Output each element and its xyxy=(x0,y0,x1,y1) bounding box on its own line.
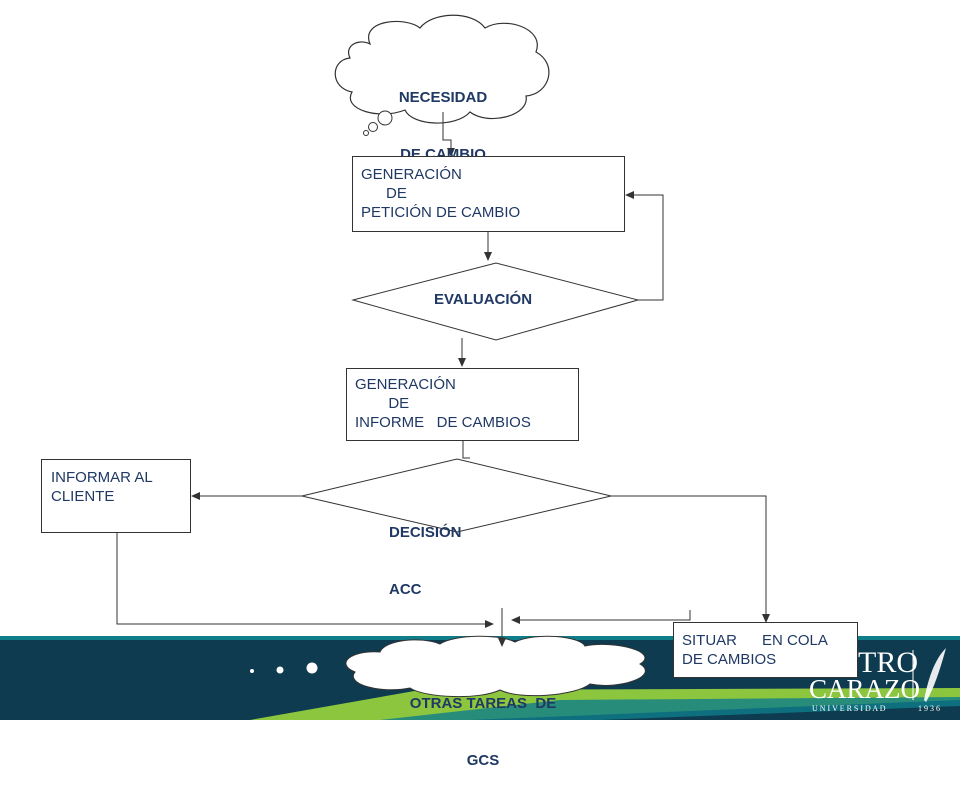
need-cloud xyxy=(334,14,550,136)
other-tasks-line-1: OTRAS TAREAS DE xyxy=(409,695,557,712)
evaluation-label: EVALUACIÓN xyxy=(434,291,533,308)
decision-line-2: ACC xyxy=(389,581,422,598)
logo-sub: U N I V E R S I D A D xyxy=(812,704,886,713)
request-line-2: DE xyxy=(361,185,407,202)
arrow-client-to-tasks xyxy=(116,533,494,628)
other-tasks-line-2: GCS xyxy=(466,752,500,769)
connectors xyxy=(116,112,770,647)
dot-3 xyxy=(306,662,318,674)
inform-client-box: INFORMAR AL CLIENTE xyxy=(41,459,191,533)
logo-line-2: CARAZO xyxy=(809,674,921,704)
decision-line-1: DECISIÓN xyxy=(389,524,462,541)
dot-2 xyxy=(276,666,284,674)
logo-line-1: TRO xyxy=(858,646,918,679)
inform-line-2: CLIENTE xyxy=(51,488,115,505)
report-line-3: INFORME DE CAMBIOS xyxy=(355,414,531,431)
logo-emblem xyxy=(912,648,946,702)
report-generation-box: GENERACIÓN DE INFORME DE CAMBIOS xyxy=(346,368,579,441)
other-tasks-label: OTRAS TAREAS DE GCS xyxy=(378,656,588,808)
arrow-queue-to-tasks xyxy=(511,610,691,624)
arrow-report-to-decision xyxy=(462,441,470,459)
queue-line-2: DE CAMBIOS xyxy=(682,651,777,668)
decision-label: DECISIÓN ACC xyxy=(389,485,462,637)
inform-line-1: INFORMAR AL xyxy=(51,469,153,486)
diagram-canvas: NECESIDAD DE CAMBIO GENERACIÓN DE PETICI… xyxy=(0,14,960,769)
thought-bubble-1 xyxy=(377,110,393,126)
request-generation-box: GENERACIÓN DE PETICIÓN DE CAMBIO xyxy=(352,156,625,232)
queue-box: SITUAR EN COLA DE CAMBIOS xyxy=(673,622,858,678)
arrow-eval-feedback xyxy=(625,191,664,301)
request-line-1: GENERACIÓN xyxy=(361,166,462,183)
thought-bubble-3 xyxy=(363,130,369,136)
report-line-1: GENERACIÓN xyxy=(355,376,456,393)
need-line-1: NECESIDAD xyxy=(398,89,488,106)
report-line-2: DE xyxy=(355,395,410,412)
thought-bubble-2 xyxy=(368,122,378,132)
request-line-3: PETICIÓN DE CAMBIO xyxy=(361,204,521,221)
dot-1 xyxy=(250,669,254,673)
queue-line-1: SITUAR EN COLA xyxy=(682,632,828,649)
logo-year: 1 9 3 6 xyxy=(918,704,940,713)
other-tasks-cloud xyxy=(345,635,646,697)
arrow-need-to-request xyxy=(442,112,455,157)
arrow-decision-to-queue xyxy=(611,495,770,623)
